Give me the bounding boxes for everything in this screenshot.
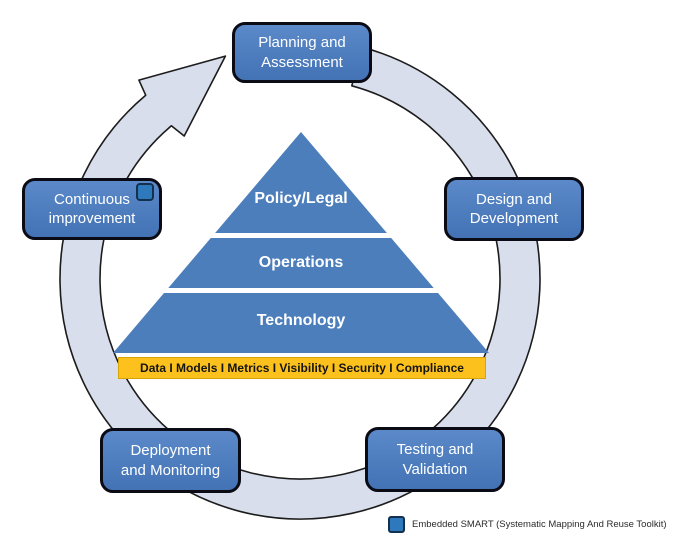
- stage-box-planning-and-assessment: Planning and Assessment: [232, 22, 372, 83]
- foundation-bar: Data I Models I Metrics I Visibility I S…: [118, 357, 486, 379]
- pyramid-layer-operations-shape: [168, 238, 434, 288]
- pyramid-label-technology: Technology: [256, 312, 346, 329]
- stage-box-continuous-improvement: Continuous improvement: [22, 178, 162, 240]
- stage-label-line: and Monitoring: [120, 461, 221, 479]
- pyramid-layer-policy-shape: [215, 132, 387, 233]
- embedded-smart-marker-icon: [136, 183, 154, 201]
- stage-label-line: Testing and: [396, 441, 474, 458]
- stage-box-design-and-development: Design and Development: [444, 177, 584, 241]
- stage-box-deployment-and-monitoring: Deployment and Monitoring: [100, 428, 241, 493]
- legend: Embedded SMART (Systematic Mapping And R…: [388, 516, 667, 533]
- stage-label-line: Assessment: [261, 53, 343, 71]
- legend-label: Embedded SMART (Systematic Mapping And R…: [412, 519, 667, 530]
- stage-label-line: Planning and: [258, 34, 346, 51]
- foundation-bar-label: Data I Models I Metrics I Visibility I S…: [140, 361, 464, 375]
- stage-label-line: improvement: [48, 210, 136, 227]
- pyramid-layer-technology-shape: [113, 293, 489, 353]
- stage-label-line: Continuous: [54, 190, 130, 208]
- stage-box-testing-and-validation: Testing and Validation: [365, 427, 505, 492]
- stage-label-line: Deployment: [130, 442, 211, 459]
- pyramid-label-policy-legal: Policy/Legal: [254, 190, 348, 207]
- stage-label-line: Design and: [476, 190, 552, 208]
- stage-label-line: Development: [469, 210, 559, 227]
- pyramid-label-operations: Operations: [258, 254, 344, 271]
- stage-label-line: Validation: [402, 460, 468, 478]
- embedded-smart-legend-icon: [388, 516, 405, 533]
